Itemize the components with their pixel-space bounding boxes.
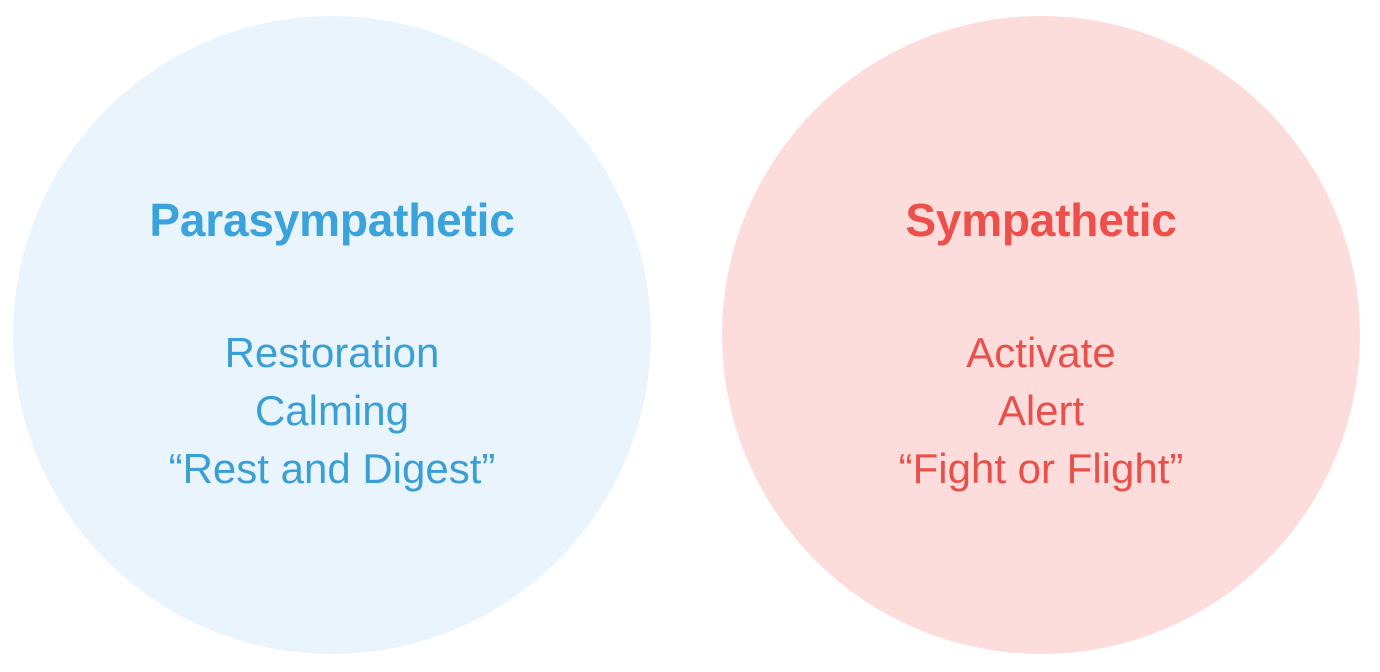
sympathetic-description: Activate Alert “Fight or Flight” <box>899 324 1184 498</box>
sympathetic-line-3: “Fight or Flight” <box>898 445 1184 492</box>
sympathetic-line-2: Alert <box>997 387 1085 434</box>
sympathetic-title: Sympathetic <box>905 194 1177 246</box>
sympathetic-line-1: Activate <box>966 329 1116 376</box>
sympathetic-circle: Sympathetic Activate Alert “Fight or Fli… <box>722 16 1360 654</box>
parasympathetic-title: Parasympathetic <box>149 194 515 246</box>
parasympathetic-line-3: “Rest and Digest” <box>168 445 496 492</box>
parasympathetic-circle: Parasympathetic Restoration Calming “Res… <box>13 16 651 654</box>
parasympathetic-line-1: Restoration <box>224 329 440 376</box>
parasympathetic-description: Restoration Calming “Rest and Digest” <box>169 324 496 498</box>
parasympathetic-line-2: Calming <box>254 387 410 434</box>
